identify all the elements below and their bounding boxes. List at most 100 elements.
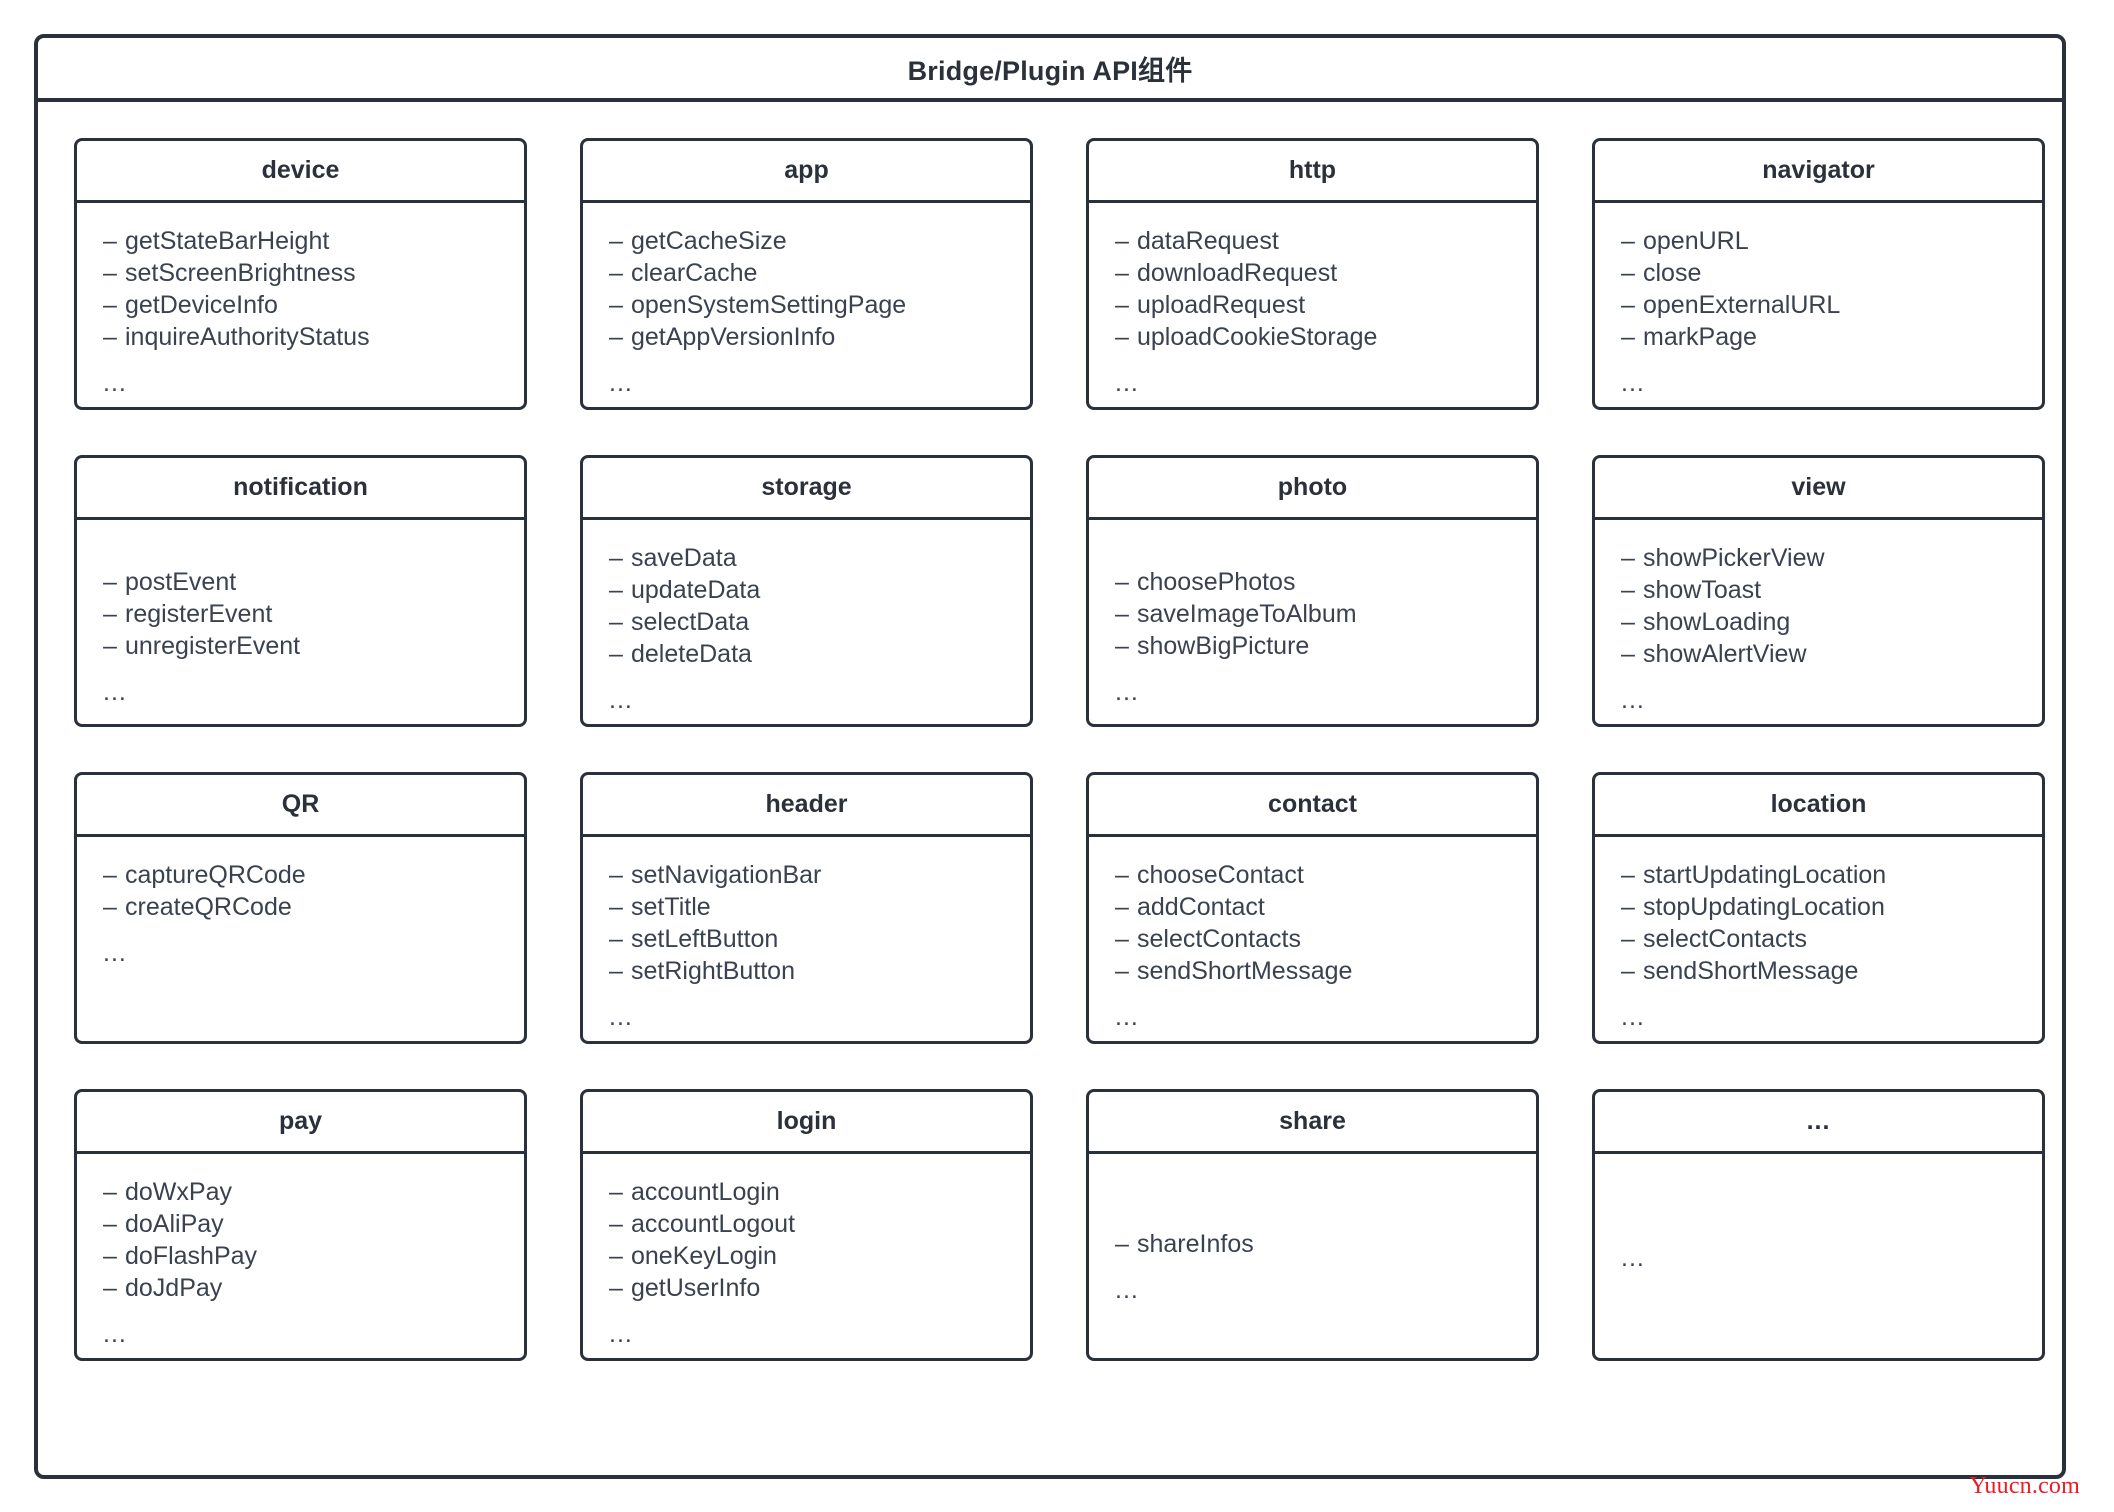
api-method-name: deleteData bbox=[631, 640, 752, 668]
api-method-name: addContact bbox=[1137, 893, 1265, 921]
api-module-header: header bbox=[583, 775, 1030, 837]
more-methods-ellipsis: ... bbox=[1621, 686, 1645, 714]
api-method-item: –doAliPay bbox=[103, 1208, 524, 1240]
api-module-body: –dataRequest–downloadRequest–uploadReque… bbox=[1089, 203, 1536, 407]
api-method-item: –doFlashPay bbox=[103, 1240, 524, 1272]
api-method-item: –uploadRequest bbox=[1115, 289, 1536, 321]
api-method-list: –accountLogin–accountLogout–oneKeyLogin–… bbox=[609, 1176, 1030, 1304]
method-dash-icon: – bbox=[103, 893, 117, 921]
method-dash-icon: – bbox=[609, 323, 623, 351]
method-dash-icon: – bbox=[1621, 291, 1635, 319]
api-module-title: contact bbox=[1268, 790, 1357, 818]
method-dash-icon: – bbox=[1115, 259, 1129, 287]
api-method-name: createQRCode bbox=[125, 893, 292, 921]
api-method-list: –startUpdatingLocation–stopUpdatingLocat… bbox=[1621, 859, 2042, 987]
api-method-item: –setLeftButton bbox=[609, 923, 1030, 955]
method-dash-icon: – bbox=[103, 1242, 117, 1270]
method-dash-icon: – bbox=[609, 893, 623, 921]
api-method-name: close bbox=[1643, 259, 1702, 287]
api-method-name: getUserInfo bbox=[631, 1274, 761, 1302]
api-method-item: –saveImageToAlbum bbox=[1115, 598, 1536, 630]
api-module-title: ... bbox=[1806, 1107, 1831, 1135]
api-module-body: –getStateBarHeight–setScreenBrightness–g… bbox=[77, 203, 524, 407]
api-module-body: –chooseContact–addContact–selectContacts… bbox=[1089, 837, 1536, 1041]
api-method-name: doFlashPay bbox=[125, 1242, 258, 1270]
api-module-card: ...... bbox=[1592, 1089, 2045, 1361]
api-method-list: –showPickerView–showToast–showLoading–sh… bbox=[1621, 542, 2042, 670]
api-method-item: –uploadCookieStorage bbox=[1115, 321, 1536, 353]
api-method-item: –openSystemSettingPage bbox=[609, 289, 1030, 321]
api-module-header: ... bbox=[1595, 1092, 2042, 1154]
api-method-name: doJdPay bbox=[125, 1274, 223, 1302]
api-method-name: setLeftButton bbox=[631, 925, 779, 953]
method-dash-icon: – bbox=[1621, 227, 1635, 255]
more-methods-ellipsis: ... bbox=[1115, 369, 1139, 397]
api-module-card: storage–saveData–updateData–selectData–d… bbox=[580, 455, 1033, 727]
method-dash-icon: – bbox=[1621, 544, 1635, 572]
api-method-name: oneKeyLogin bbox=[631, 1242, 777, 1270]
api-module-card: QR–captureQRCode–createQRCode... bbox=[74, 772, 527, 1044]
api-module-header: app bbox=[583, 141, 1030, 203]
api-method-item: –downloadRequest bbox=[1115, 257, 1536, 289]
diagram-title-bar: Bridge/Plugin API组件 bbox=[38, 38, 2062, 102]
api-method-name: captureQRCode bbox=[125, 861, 306, 889]
api-method-name: doWxPay bbox=[125, 1178, 232, 1206]
api-module-title: location bbox=[1770, 790, 1867, 818]
api-module-body: –doWxPay–doAliPay–doFlashPay–doJdPay... bbox=[77, 1154, 524, 1358]
method-dash-icon: – bbox=[609, 291, 623, 319]
api-method-name: selectContacts bbox=[1137, 925, 1301, 953]
more-methods-ellipsis: ... bbox=[609, 686, 633, 714]
method-dash-icon: – bbox=[103, 1274, 117, 1302]
api-module-header: device bbox=[77, 141, 524, 203]
method-dash-icon: – bbox=[609, 544, 623, 572]
method-dash-icon: – bbox=[1621, 608, 1635, 636]
bridge-plugin-api-diagram: Bridge/Plugin API组件 device–getStateBarHe… bbox=[34, 34, 2066, 1479]
method-dash-icon: – bbox=[1115, 227, 1129, 255]
api-method-name: unregisterEvent bbox=[125, 632, 301, 660]
method-dash-icon: – bbox=[1115, 568, 1129, 596]
api-module-title: header bbox=[765, 790, 848, 818]
method-dash-icon: – bbox=[103, 291, 117, 319]
method-dash-icon: – bbox=[609, 861, 623, 889]
api-module-body: –choosePhotos–saveImageToAlbum–showBigPi… bbox=[1089, 520, 1536, 724]
more-methods-ellipsis: ... bbox=[103, 369, 127, 397]
api-method-name: saveData bbox=[631, 544, 737, 572]
more-methods-ellipsis: ... bbox=[1115, 678, 1139, 706]
api-method-name: sendShortMessage bbox=[1137, 957, 1353, 985]
api-module-grid: device–getStateBarHeight–setScreenBright… bbox=[38, 102, 2062, 1391]
api-module-header: view bbox=[1595, 458, 2042, 520]
method-dash-icon: – bbox=[1115, 957, 1129, 985]
api-method-name: selectData bbox=[631, 608, 750, 636]
api-method-name: getDeviceInfo bbox=[125, 291, 278, 319]
api-module-body: –openURL–close–openExternalURL–markPage.… bbox=[1595, 203, 2042, 407]
api-method-item: –close bbox=[1621, 257, 2042, 289]
api-method-name: setScreenBrightness bbox=[125, 259, 356, 287]
api-method-name: showBigPicture bbox=[1137, 632, 1310, 660]
method-dash-icon: – bbox=[609, 1242, 623, 1270]
method-dash-icon: – bbox=[1115, 1230, 1129, 1258]
api-method-item: –dataRequest bbox=[1115, 225, 1536, 257]
api-method-item: –shareInfos bbox=[1115, 1228, 1536, 1260]
api-method-list: –captureQRCode–createQRCode bbox=[103, 859, 524, 923]
api-module-title: http bbox=[1288, 156, 1337, 184]
api-module-card: navigator –openURL–close–openExternalURL–… bbox=[1592, 138, 2045, 410]
method-dash-icon: – bbox=[1621, 259, 1635, 287]
api-module-title: navigator bbox=[1762, 156, 1875, 184]
api-module-card: contact –chooseContact–addContact–selectC… bbox=[1086, 772, 1539, 1044]
api-method-name: inquireAuthorityStatus bbox=[125, 323, 370, 351]
api-method-item: –deleteData bbox=[609, 638, 1030, 670]
api-module-card: pay–doWxPay–doAliPay–doFlashPay–doJdPay.… bbox=[74, 1089, 527, 1361]
api-method-item: –setRightButton bbox=[609, 955, 1030, 987]
api-method-item: –showPickerView bbox=[1621, 542, 2042, 574]
method-dash-icon: – bbox=[1115, 893, 1129, 921]
api-method-item: –showBigPicture bbox=[1115, 630, 1536, 662]
api-method-item: –showAlertView bbox=[1621, 638, 2042, 670]
api-method-list: –getCacheSize–clearCache–openSystemSetti… bbox=[609, 225, 1030, 353]
method-dash-icon: – bbox=[103, 568, 117, 596]
api-method-item: –getCacheSize bbox=[609, 225, 1030, 257]
api-method-name: saveImageToAlbum bbox=[1137, 600, 1357, 628]
api-method-item: –createQRCode bbox=[103, 891, 524, 923]
api-method-name: openURL bbox=[1643, 227, 1749, 255]
api-module-card: app–getCacheSize–clearCache–openSystemSe… bbox=[580, 138, 1033, 410]
api-module-card: location –startUpdatingLocation–stopUpdat… bbox=[1592, 772, 2045, 1044]
